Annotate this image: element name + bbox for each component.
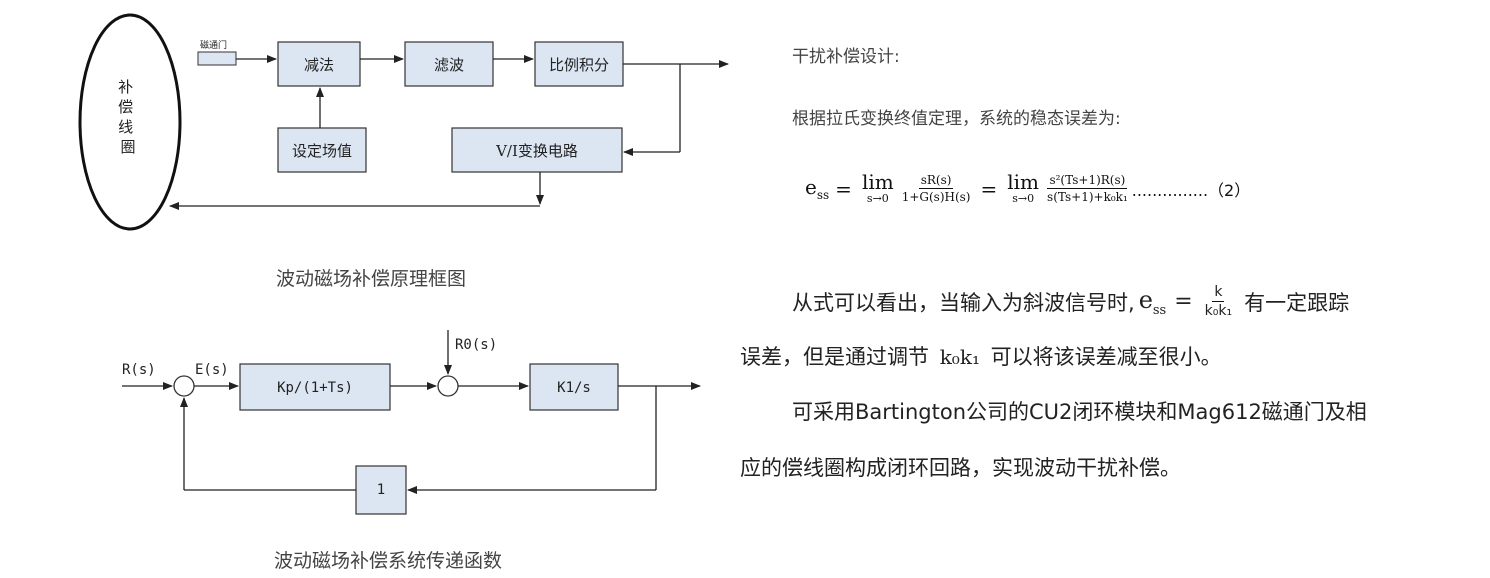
setpoint-block <box>277 127 367 173</box>
ess-symbol: ess <box>1138 285 1167 318</box>
vi-block <box>451 127 623 173</box>
input-label: R(s) <box>122 362 156 378</box>
formula-lhs: ess <box>805 175 830 202</box>
controller-block <box>239 363 391 411</box>
disturbance-label: R0(s) <box>455 337 497 353</box>
equation-number: ...............（2） <box>1131 180 1251 200</box>
block-diagram-transfer: R(s) E(s) R0(s) Kp/(1+Ts) K1/s 1 <box>122 330 701 515</box>
summing-junction-2 <box>437 375 459 397</box>
diagram2-caption: 波动磁场补偿系统传递函数 <box>274 550 503 572</box>
paragraph-1-end: 有一定跟踪 <box>1244 290 1350 315</box>
formula-eq-1: = <box>835 176 852 201</box>
paragraph-2-start: 误差，但是通过调节 <box>740 345 929 369</box>
paragraph-4: 应的偿线圈构成闭环回路，实现波动干扰补偿。 <box>740 456 1181 480</box>
paragraph-3: 可采用Bartington公司的CU2闭环模块和Mag612磁通门及相 <box>792 400 1367 424</box>
filter-label: 滤波 <box>434 56 464 74</box>
subtract-block <box>277 41 361 87</box>
fraction-2: s²(Ts+1)R(s)s(Ts+1)+k₀k₁ <box>1047 173 1128 204</box>
intro-text: 根据拉氏变换终值定理，系统的稳态误差为: <box>792 109 1121 129</box>
ess-eq: = <box>1174 289 1193 314</box>
filter-block <box>404 41 494 87</box>
setpoint-label: 设定场值 <box>292 142 352 160</box>
feedback-label: 1 <box>377 482 385 498</box>
paragraph-2-end: 可以将该误差减至很小。 <box>990 345 1222 369</box>
fluxgate-label: 磁通门 <box>200 39 227 51</box>
compensation-coil <box>78 13 182 231</box>
paragraph-1-start: 从式可以看出，当输入为斜波信号时, <box>792 290 1135 315</box>
k0k1-symbol: k₀k₁ <box>939 345 980 369</box>
block-diagram-principle: 补 偿 线 圈 磁通门 减法 滤波 比例积分 设定场值 V/I变换电路 <box>78 13 729 231</box>
pi-label: 比例积分 <box>549 56 609 74</box>
section-heading: 干扰补偿设计: <box>792 47 900 67</box>
integrator-label: K1/s <box>557 380 591 396</box>
subtract-label: 减法 <box>304 56 334 74</box>
fraction-1: sR(s)1+G(s)H(s) <box>901 173 971 204</box>
formula-eq-2: = <box>980 176 998 201</box>
controller-label: Kp/(1+Ts) <box>277 380 353 396</box>
integrator-block <box>529 363 619 411</box>
pi-block <box>534 41 624 87</box>
summing-junction-1 <box>173 375 195 397</box>
error-label: E(s) <box>195 362 229 378</box>
paragraph-2: 误差，但是通过调节 k₀k₁ 可以将该误差减至很小。 <box>740 341 1222 371</box>
coil-label: 补 偿 线 圈 <box>118 78 138 156</box>
feedback-block <box>355 465 407 515</box>
vi-label: V/I变换电路 <box>495 142 578 160</box>
fluxgate-sensor <box>197 51 237 66</box>
diagram1-caption: 波动磁场补偿原理框图 <box>276 268 467 290</box>
